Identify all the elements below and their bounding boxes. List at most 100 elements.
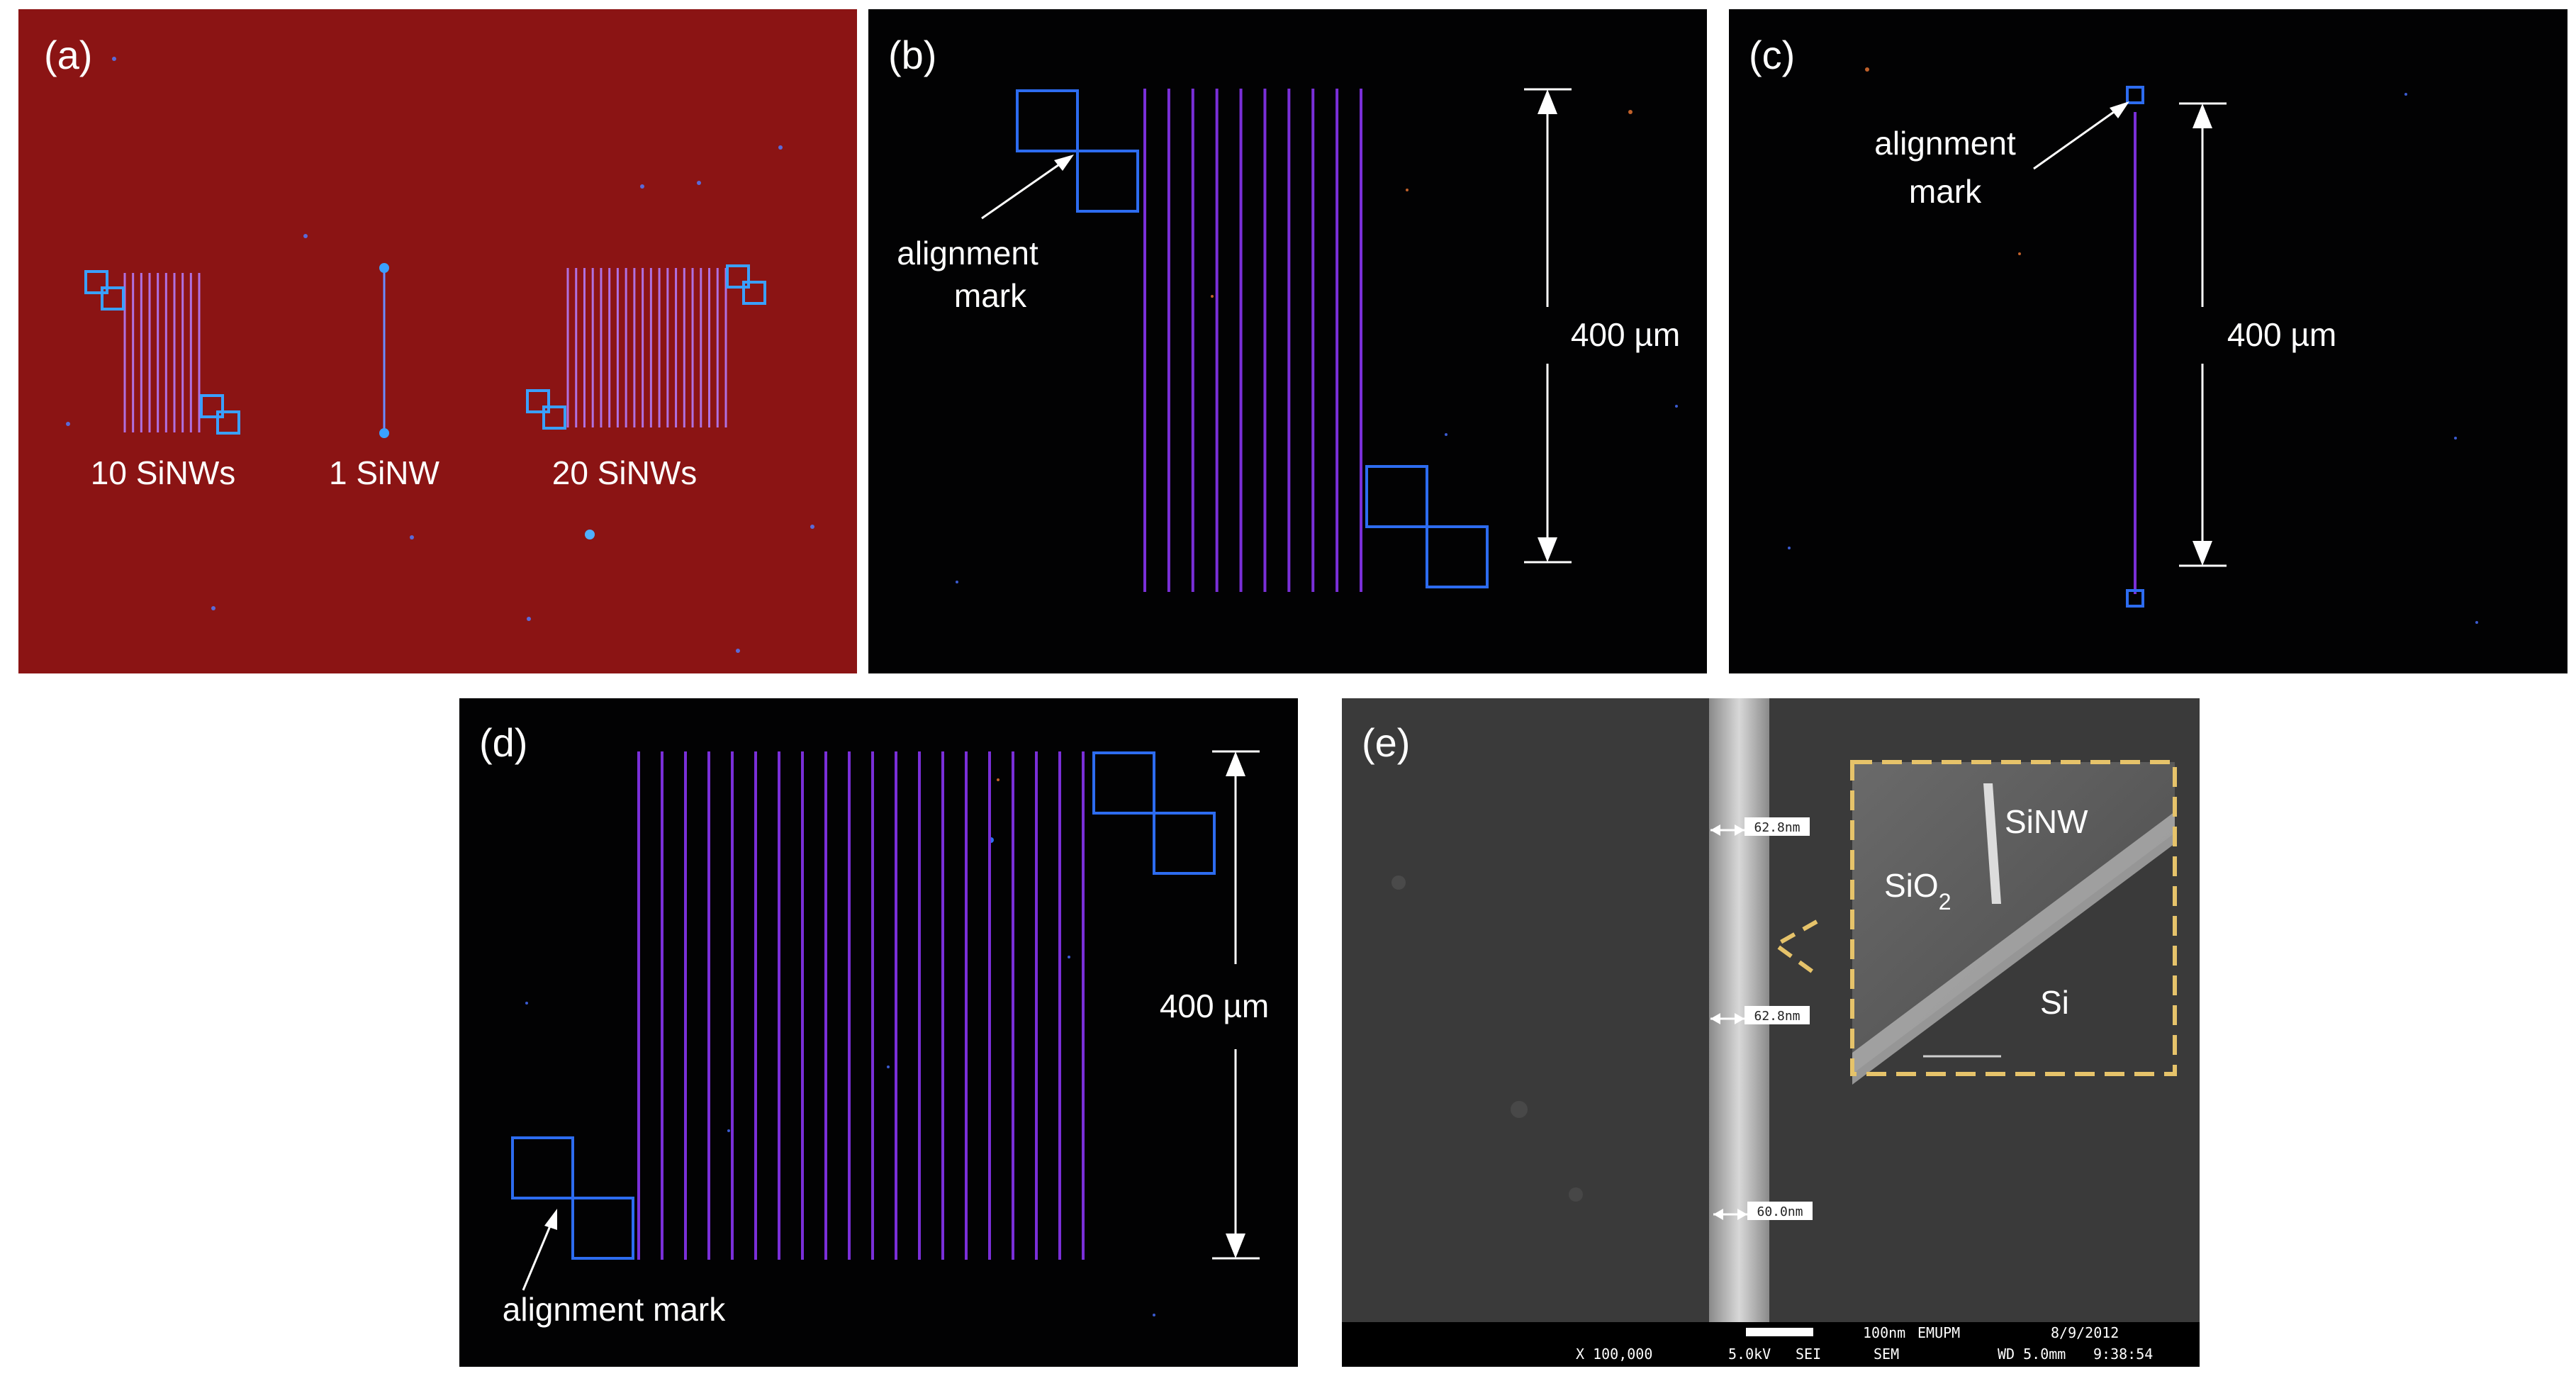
alignment-mark xyxy=(2126,589,2144,608)
annotation-alignment-mark: alignment mark xyxy=(503,1291,726,1328)
speckle xyxy=(956,581,958,583)
alignment-mark xyxy=(742,281,766,305)
speckle xyxy=(887,1065,890,1068)
footer-lab: EMUPM xyxy=(1917,1324,1960,1341)
speckle xyxy=(2454,437,2457,440)
panel-a: (a) 10 SiNWs 1 SiNW 20 SiNWs xyxy=(18,9,857,673)
footer-wd: WD 5.0mm xyxy=(1998,1346,2066,1363)
width-marker: 62.8nm xyxy=(1710,1006,1810,1024)
array-10-sinw xyxy=(1143,89,1362,592)
panel-d-image: alignment mark 400 µm (d) xyxy=(459,698,1298,1367)
speckle xyxy=(1153,1314,1155,1316)
inset-label-sio2: SiO2 xyxy=(1884,867,1951,914)
footer-scale-bar xyxy=(1746,1328,1813,1336)
alignment-mark xyxy=(84,270,108,294)
speckle xyxy=(112,57,116,61)
alignment-mark xyxy=(542,405,566,430)
array-20-sinw xyxy=(566,268,727,427)
annotation-alignment: alignment xyxy=(1874,125,2016,162)
footer-scale: 100nm xyxy=(1863,1324,1905,1341)
speckle xyxy=(1211,295,1214,298)
alignment-dot xyxy=(379,263,389,273)
arrowhead-down xyxy=(1538,537,1557,562)
speckle xyxy=(640,184,644,189)
alignment-mark xyxy=(1365,465,1428,528)
speckle xyxy=(1675,405,1678,408)
sem-speckle xyxy=(1569,1187,1583,1202)
annotation-alignment: alignment xyxy=(897,235,1038,272)
footer-date: 8/9/2012 xyxy=(2051,1324,2119,1341)
speckle xyxy=(303,234,308,238)
inset-frame xyxy=(1850,760,2177,1076)
arrowhead xyxy=(544,1209,557,1230)
inset-label-sinw: SiNW xyxy=(2005,803,2088,840)
alignment-mark xyxy=(2126,86,2144,104)
array-10-sinw xyxy=(123,273,201,432)
panel-label-a: (a) xyxy=(44,33,92,77)
callout-lines xyxy=(1771,919,1818,977)
panel-a-image: (a) 10 SiNWs 1 SiNW 20 SiNWs xyxy=(18,9,857,673)
speckle xyxy=(810,525,814,529)
footer-magnification: X 100,000 xyxy=(1576,1346,1652,1363)
speckle xyxy=(697,181,701,185)
speckle xyxy=(1865,67,1869,72)
arrowhead-down xyxy=(2193,541,2212,566)
panel-c-background xyxy=(1729,9,2567,673)
panel-label-c: (c) xyxy=(1749,33,1795,77)
width-label-2: 62.8nm xyxy=(1754,1009,1800,1024)
alignment-mark xyxy=(101,286,125,311)
sem-inset: SiNW SiO2 Si xyxy=(1850,760,2177,1085)
annotation-arrow xyxy=(522,1219,554,1291)
speckle xyxy=(736,649,740,653)
annotation-arrow xyxy=(2033,107,2119,170)
inset-label-si: Si xyxy=(2040,984,2069,1021)
length-label: 400 µm xyxy=(1571,316,1680,353)
alignment-mark xyxy=(1016,89,1079,152)
speckle xyxy=(527,617,531,621)
panel-b: alignment mark 400 µm (b) xyxy=(868,9,1707,673)
speckle xyxy=(2018,252,2021,255)
speckle xyxy=(727,1129,730,1132)
length-label: 400 µm xyxy=(1160,988,1269,1024)
speckle xyxy=(410,535,414,539)
speckle xyxy=(1445,433,1447,436)
alignment-mark xyxy=(1426,525,1489,588)
alignment-mark xyxy=(526,389,550,413)
length-label: 400 µm xyxy=(2227,316,2336,353)
speckle xyxy=(778,145,783,150)
speckle xyxy=(2475,621,2478,624)
width-label-3: 60.0nm xyxy=(1757,1204,1803,1219)
speckle xyxy=(1406,189,1409,191)
width-marker: 62.8nm xyxy=(1710,817,1810,836)
arrowhead xyxy=(2110,101,2129,118)
sem-speckle xyxy=(1511,1101,1528,1118)
panel-a-background xyxy=(18,9,857,673)
caption-10-sinws: 10 SiNWs xyxy=(91,454,235,491)
speckle xyxy=(585,530,595,539)
panel-d: alignment mark 400 µm (d) xyxy=(459,698,1298,1367)
array-20-sinw xyxy=(637,751,1085,1260)
panel-label-d: (d) xyxy=(479,720,527,765)
speckle xyxy=(66,422,70,426)
footer-detector: SEI xyxy=(1796,1346,1821,1363)
panel-e: 62.8nm 62.8nm 60.0nm SiNW SiO2 xyxy=(1342,698,2200,1367)
arrowhead-up xyxy=(2193,104,2212,128)
panel-e-image: 62.8nm 62.8nm 60.0nm SiNW SiO2 xyxy=(1342,698,2200,1367)
panel-b-image: alignment mark 400 µm (b) xyxy=(868,9,1707,673)
alignment-mark xyxy=(571,1197,634,1260)
panel-c-image: alignment mark 400 µm (c) xyxy=(1729,9,2567,673)
caption-20-sinws: 20 SiNWs xyxy=(552,454,697,491)
sem-speckle xyxy=(1391,876,1406,890)
speckle xyxy=(1068,956,1070,958)
panel-c: alignment mark 400 µm (c) xyxy=(1729,9,2567,673)
panel-label-b: (b) xyxy=(888,33,936,77)
width-label-1: 62.8nm xyxy=(1754,820,1800,835)
footer-time: 9:38:54 xyxy=(2093,1346,2153,1363)
panel-d-background xyxy=(459,698,1298,1367)
alignment-mark xyxy=(200,394,224,418)
arrowhead xyxy=(1054,155,1074,171)
inset-step-edge xyxy=(1852,812,2175,1085)
footer-mode: SEM xyxy=(1874,1346,1899,1363)
width-marker: 60.0nm xyxy=(1713,1202,1813,1220)
arrowhead-up xyxy=(1226,751,1245,776)
